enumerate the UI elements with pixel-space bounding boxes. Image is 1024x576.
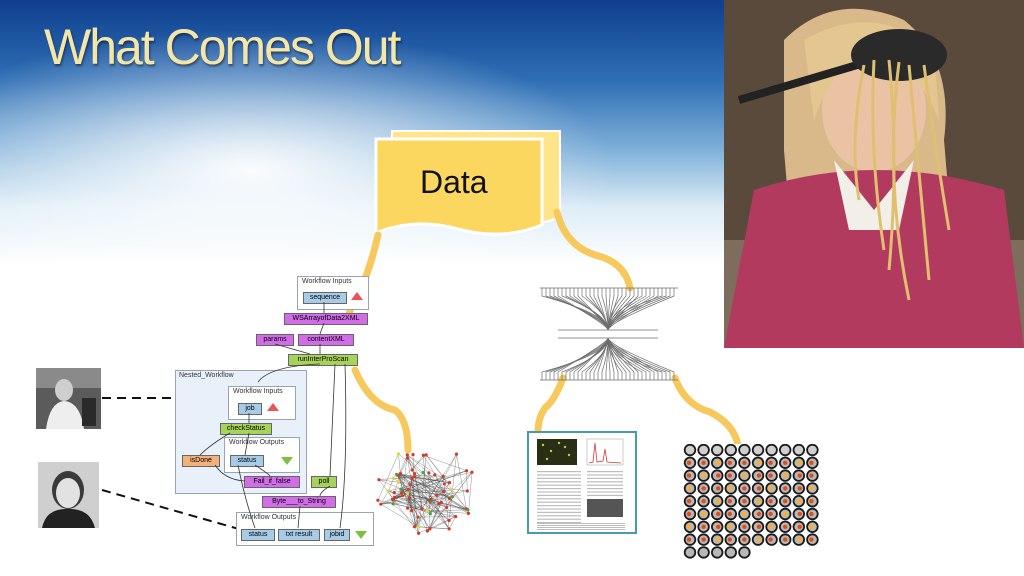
phylogenetic-tree-graphic	[540, 287, 678, 381]
poll-node[interactable]: poll	[311, 476, 337, 488]
outputs-triangle-icon	[355, 531, 367, 539]
paper-thumbnail	[527, 431, 637, 534]
fail-if-false-node[interactable]: Fail_if_false	[244, 476, 300, 488]
runinterproscan-node[interactable]: runInterProScan	[288, 354, 358, 366]
checkstatus-node[interactable]: checkStatus	[220, 423, 272, 435]
nested-outputs-caption: Workflow Outputs	[229, 439, 285, 446]
job-node[interactable]: job	[238, 403, 262, 415]
portrait-man-photo	[36, 368, 101, 429]
job-triangle-icon	[267, 403, 279, 411]
wsarray-node[interactable]: WSArrayofData2XML	[284, 313, 368, 325]
connector-data-to-tree	[553, 208, 634, 292]
nested-outputs-triangle-icon	[281, 457, 293, 465]
contentxml-node[interactable]: contentXML	[298, 334, 354, 346]
dashed-link-2	[101, 489, 261, 536]
isdone-node[interactable]: isDone	[182, 455, 220, 467]
sequence-node[interactable]: sequence	[303, 292, 347, 304]
byte-to-string-node[interactable]: Byte___to_String	[262, 496, 336, 508]
connector-workflow-to-network	[351, 366, 412, 454]
output-status-node[interactable]: status	[241, 529, 275, 541]
output-jobid-node[interactable]: jobid	[324, 529, 350, 541]
workflow-outputs-caption: Workflow Outputs	[241, 514, 297, 521]
slide-title: What Comes Out	[44, 19, 401, 75]
nested-workflow-caption: Nested_Workflow	[179, 372, 234, 379]
girl-photo-drawing	[724, 0, 1024, 348]
brain-scan-grid-graphic	[683, 444, 823, 560]
portrait-woman-photo	[38, 462, 99, 528]
params-node[interactable]: params	[256, 334, 294, 346]
connector-tree-to-paper	[534, 374, 567, 436]
sequence-triangle-icon	[351, 292, 363, 300]
data-document-icon	[374, 130, 561, 236]
girl-with-spaghetti-photo	[724, 0, 1024, 348]
nested-inputs-caption: Workflow Inputs	[233, 388, 283, 395]
connector-tree-to-grid	[671, 374, 742, 450]
portrait-man-drawing	[36, 368, 101, 429]
paper-thumbnail-drawing	[537, 438, 625, 530]
workflow-inputs-caption: Workflow Inputs	[302, 278, 352, 285]
network-graph-graphic	[376, 452, 474, 535]
workflow-arrows	[199, 302, 347, 529]
nested-status-node[interactable]: status	[230, 455, 264, 467]
data-label: Data	[420, 164, 488, 200]
output-txt-result-node[interactable]: txt result	[278, 529, 320, 541]
portrait-woman-drawing	[38, 462, 99, 528]
